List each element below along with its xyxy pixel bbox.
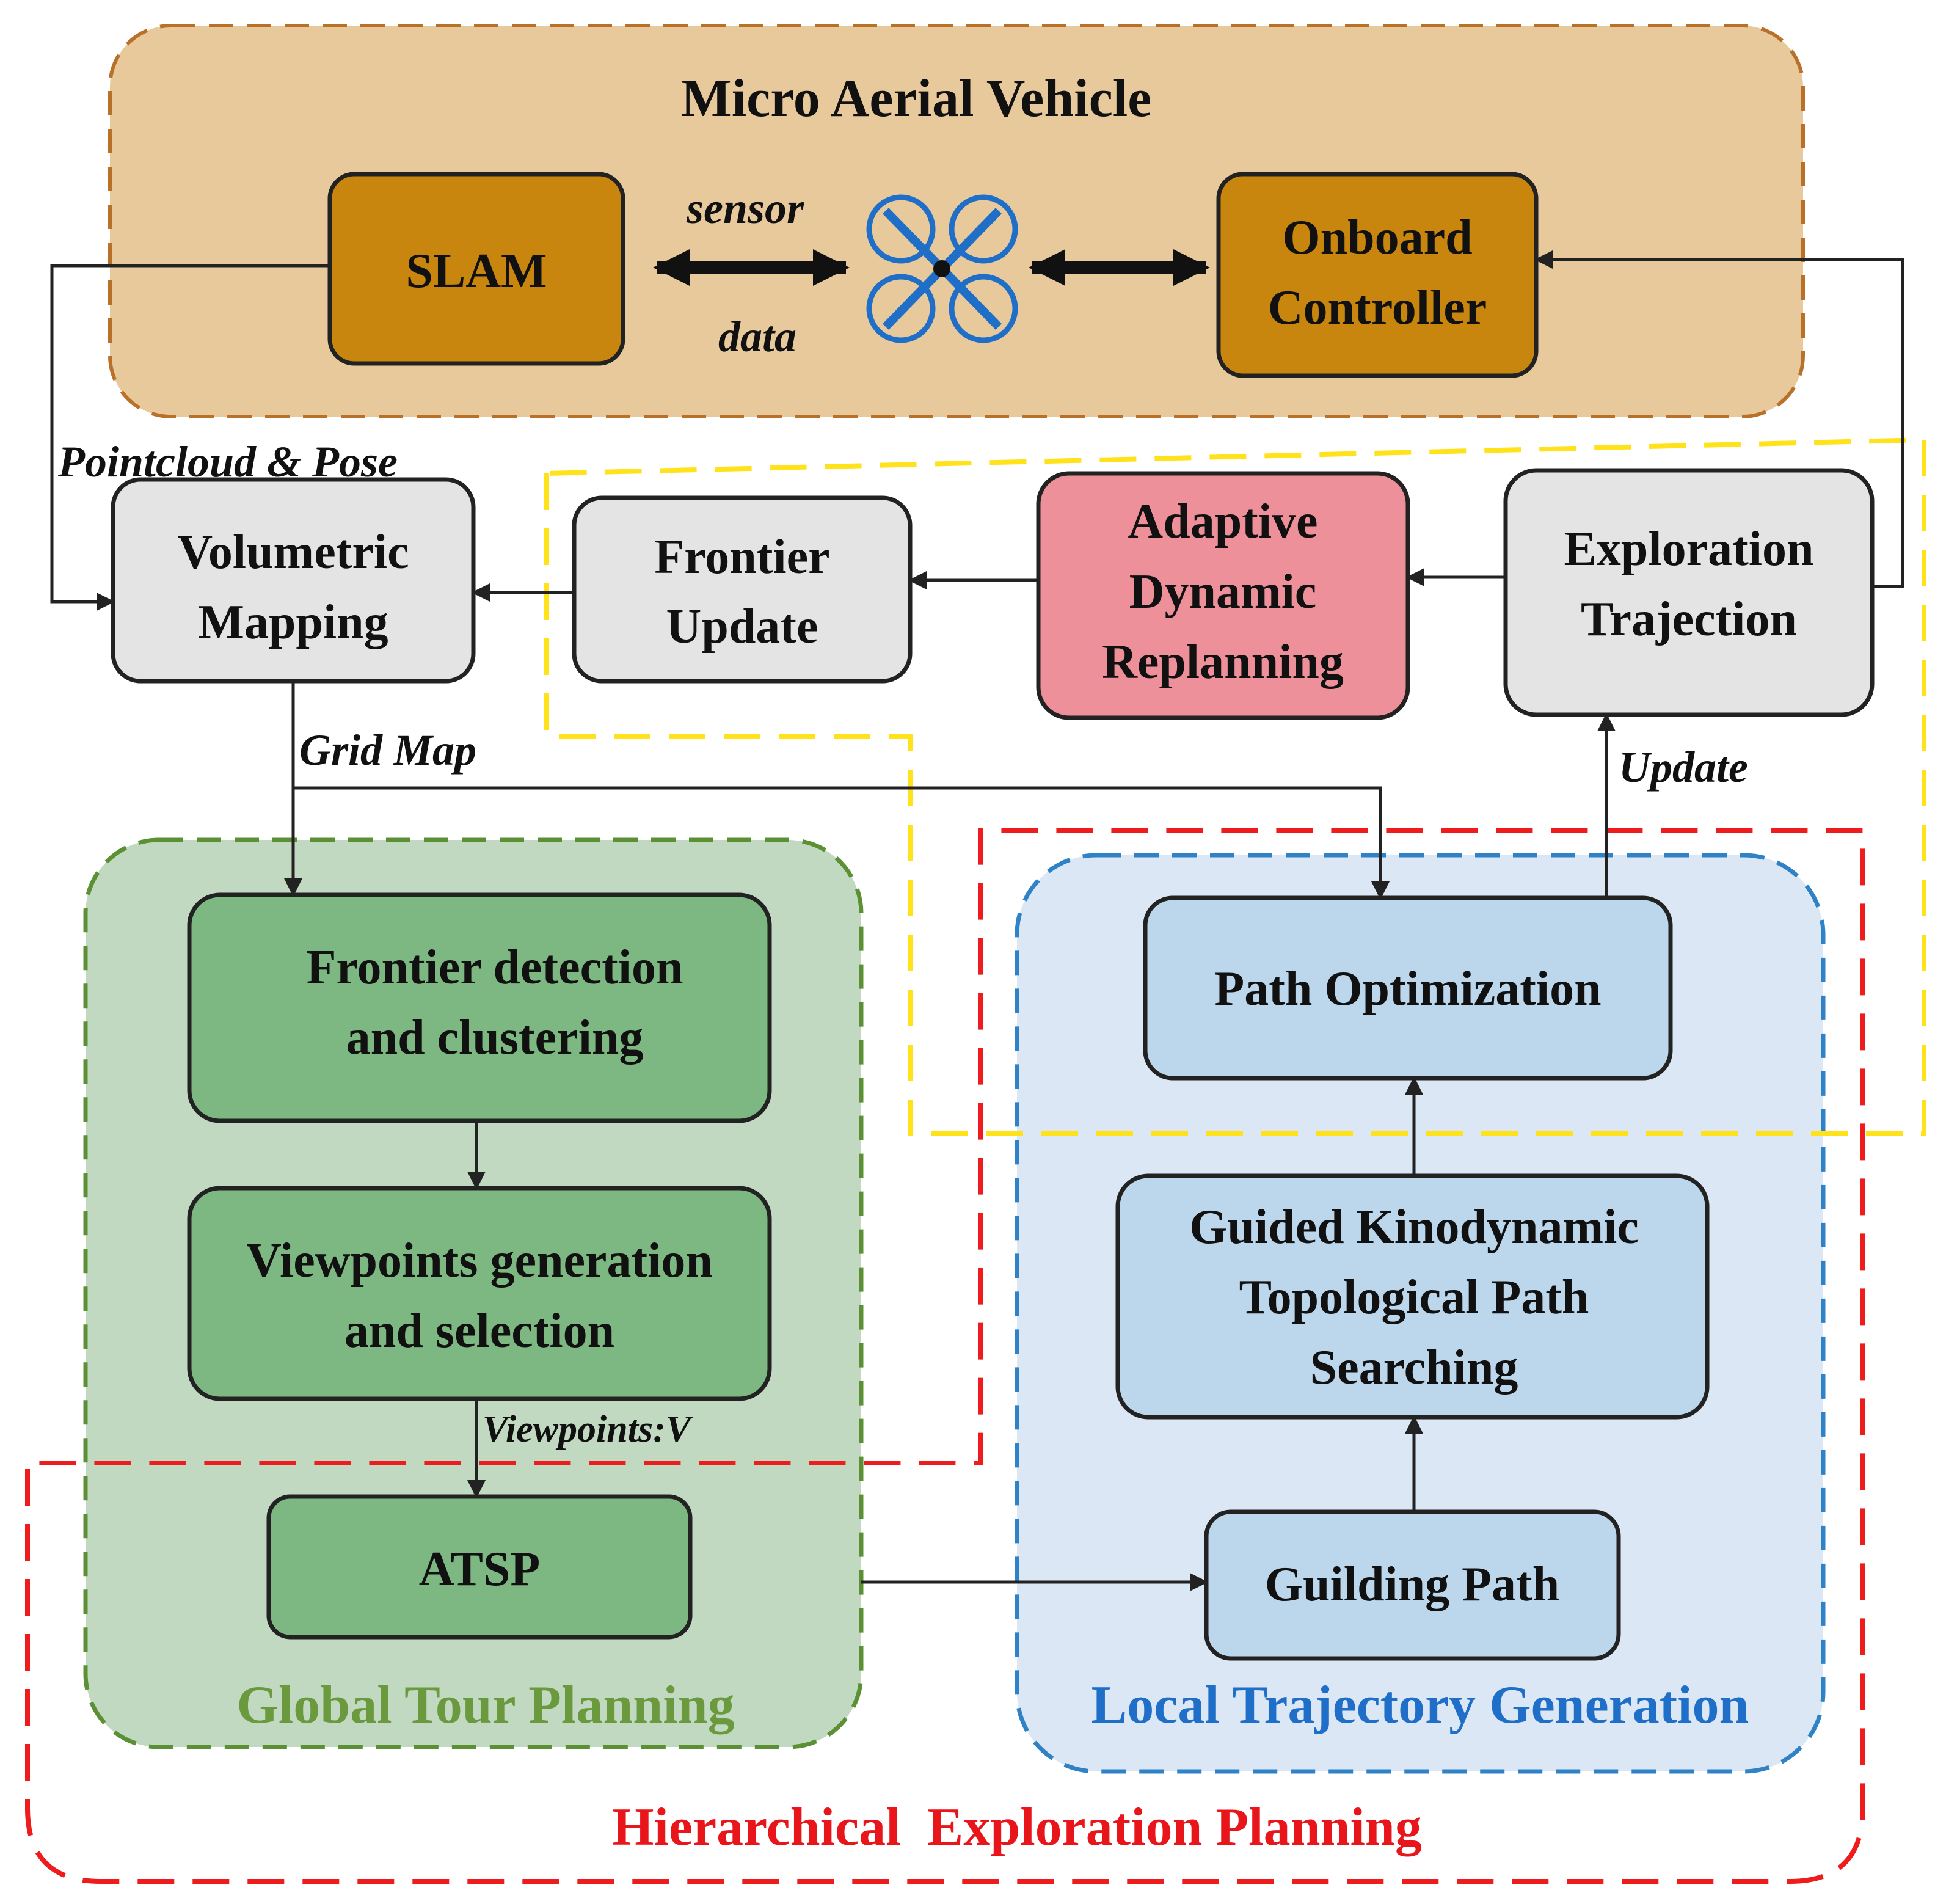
exploration-label-line2: Trajection <box>1581 593 1797 646</box>
exploration-trajection-box <box>1503 468 1875 717</box>
exploration-label-line1: Exploration <box>1564 522 1814 576</box>
controller-label-line1: Onboard <box>1282 211 1472 264</box>
guided-label-line2: Topological Path <box>1239 1271 1589 1324</box>
guiding-path-label: Guilding Path <box>1265 1558 1559 1611</box>
volumetric-mapping-box <box>111 477 476 684</box>
frontier-update-box <box>572 495 913 684</box>
pointcloud-pose-label: Pointcloud & Pose <box>57 437 398 486</box>
slam-box <box>327 172 625 366</box>
grid-map-to-path-opt-edge <box>293 786 1390 900</box>
adaptive-replanning-box <box>1036 471 1410 720</box>
sensor-label: sensor <box>686 184 804 233</box>
viewpoints-label-line2: and selection <box>344 1304 614 1358</box>
guided-label-line1: Guided Kinodynamic <box>1189 1200 1639 1254</box>
exploration-to-controller-edge <box>1534 250 1904 588</box>
atsp-label: ATSP <box>419 1542 541 1596</box>
quadrotor-drone-icon <box>866 194 1018 343</box>
volumetric-label-line1: Volumetric <box>177 525 409 579</box>
hierarchical-group-label: Hierarchical Exploration Planning <box>612 1798 1422 1857</box>
frontier-detection-box <box>187 892 772 1123</box>
replanning-boundary <box>544 437 1926 1136</box>
frontier-detection-label-line2: and clustering <box>346 1011 644 1065</box>
volumetric-label-line2: Mapping <box>198 596 388 649</box>
guided-label-line3: Searching <box>1310 1341 1518 1395</box>
frontier-detection-label-line1: Frontier detection <box>307 941 683 994</box>
adaptive-label-line1: Adaptive <box>1128 495 1317 549</box>
grid-map-label: Grid Map <box>299 726 476 775</box>
adaptive-label-line2: Dynamic <box>1129 565 1317 619</box>
path-optimization-label: Path Optimization <box>1214 962 1601 1016</box>
slam-label: SLAM <box>406 244 547 298</box>
adaptive-label-line3: Replanning <box>1102 635 1344 689</box>
local-group-label: Local Trajectory Generation <box>1091 1676 1749 1735</box>
mav-title: Micro Aerial Vehicle <box>681 69 1152 128</box>
hierarchical-boundary <box>25 828 1865 1884</box>
frontier-update-label-line2: Update <box>666 600 818 654</box>
update-label: Update <box>1619 743 1748 792</box>
atsp-box <box>266 1494 693 1640</box>
viewpoints-generation-box <box>187 1186 772 1401</box>
data-label: data <box>718 312 796 361</box>
viewpoints-label-line1: Viewpoints generation <box>246 1234 713 1288</box>
controller-label-line2: Controller <box>1268 281 1487 335</box>
frontier-update-label-line1: Frontier <box>654 530 829 584</box>
slam-to-volumetric-edge <box>50 264 330 611</box>
global-group-label: Global Tour Planning <box>236 1676 734 1735</box>
viewpoints-v-label: Viewpoints:V <box>483 1409 694 1450</box>
onboard-controller-box <box>1216 172 1539 378</box>
